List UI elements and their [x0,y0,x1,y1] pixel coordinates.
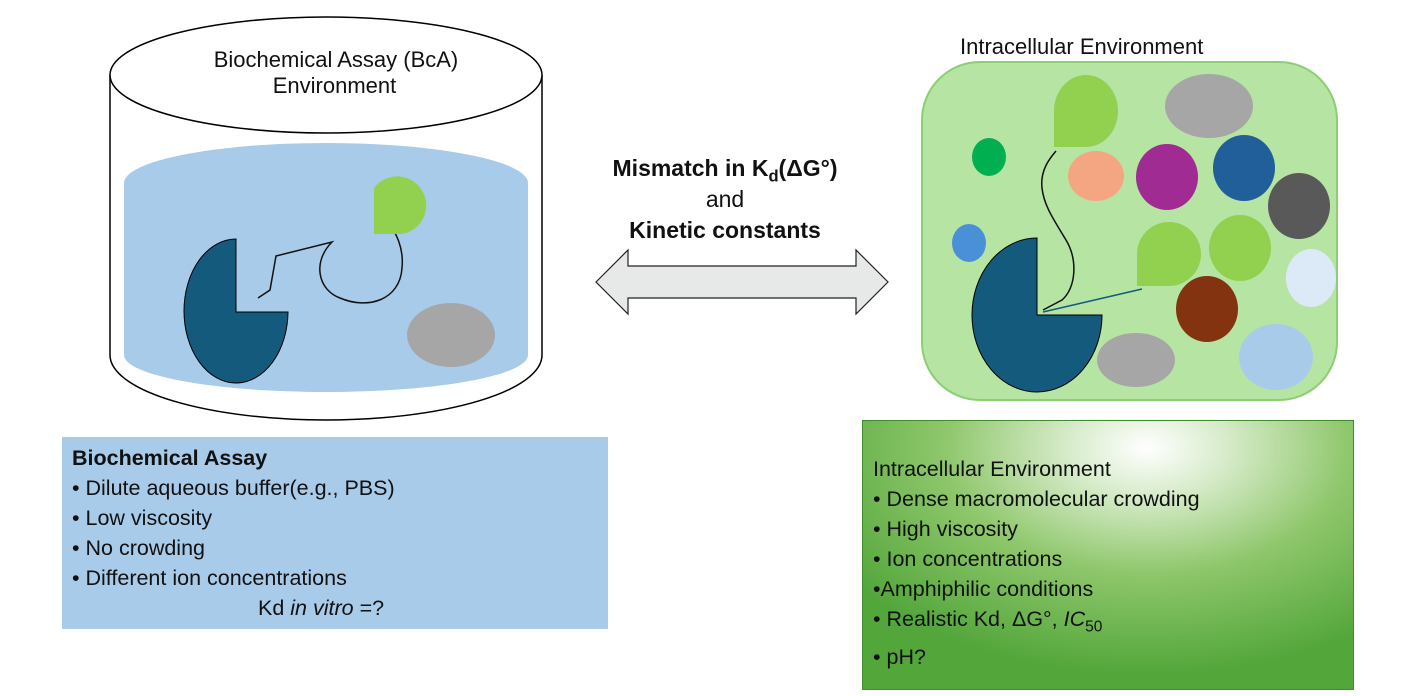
mismatch-sub: d [768,166,779,186]
crowder-gray [407,303,495,367]
ic-item-viscosity: • High viscosity [873,517,1018,541]
ic-item-ions: • Ion concentrations [873,547,1063,571]
receptor-cell [971,237,1103,393]
ic-box-title: Intracellular Environment [873,457,1111,481]
ic-item-realistic: • Realistic Kd, ΔG°, IC50 [873,604,1343,642]
bca-kd-line: Kd in vitro =? [72,593,598,623]
crowder-green [1209,215,1271,281]
crowder-gray-top [1165,74,1253,138]
receptor-shape [183,238,289,384]
bca-item-viscosity: • Low viscosity [72,506,213,530]
crowder-dark-gray [1268,173,1330,239]
bca-item-buffer: • Dilute aqueous buffer(e.g., PBS) [72,476,395,500]
realistic-sub: 50 [1085,618,1103,636]
ligand-top [1053,75,1118,147]
crowder-pale-blue [1286,249,1336,307]
linker-chain [257,222,404,304]
cell [921,61,1338,401]
mismatch-suffix: (ΔG°) [778,155,838,181]
crowder-brown [1176,276,1238,342]
cell-title: Intracellular Environment [960,34,1204,59]
kd-suffix: =? [353,596,385,620]
crowder-green-small [972,138,1006,176]
crowder-light-blue [1239,324,1313,390]
mismatch-label: Mismatch in Kd(ΔG°) [560,152,890,193]
bca-box-title: Biochemical Assay [72,446,268,470]
mismatch-prefix: Mismatch in K [612,155,769,181]
double-arrow [595,248,889,316]
linker-chain-cell [1041,150,1075,311]
ligand-bottom [1137,222,1201,286]
bca-info-box: Biochemical Assay • Dilute aqueous buffe… [62,437,608,629]
kinetic-label: Kinetic constants [629,217,821,243]
ic-item-amphiphilic: •Amphiphilic conditions [873,577,1094,601]
kd-prefix: Kd [258,596,291,620]
crowder-gray-bottom [1097,333,1175,387]
bca-item-crowding: • No crowding [72,536,205,560]
bca-container-title: Biochemical Assay (BcA) Environment [186,47,486,99]
kd-italic: in vitro [290,596,354,620]
bca-title-line2: Environment [272,73,397,98]
crowder-navy [1213,135,1275,201]
realistic-prefix: • Realistic Kd, ΔG°, [873,607,1064,631]
bca-container [109,16,543,421]
binding-line [1042,288,1143,313]
beaker-rim [109,16,543,134]
and-label: and [705,186,745,212]
ic-item-crowding: • Dense macromolecular crowding [873,487,1200,511]
realistic-ic: IC [1063,607,1086,631]
crowder-salmon [1068,151,1124,201]
crowder-blue-small [952,224,986,262]
bca-item-ions: • Different ion concentrations [72,566,347,590]
bca-title-line1: Biochemical Assay (BcA) [213,47,459,72]
ic-item-ph: • pH? [873,645,926,670]
ligand-shape [374,176,427,234]
ic-info-box: Intracellular Environment • Dense macrom… [862,420,1354,690]
crowder-magenta [1136,144,1198,210]
